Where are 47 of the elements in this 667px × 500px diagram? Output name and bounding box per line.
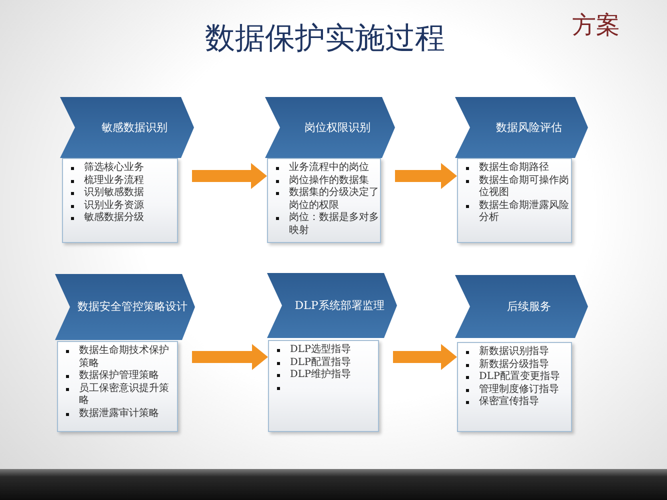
list-box <box>267 158 381 243</box>
chevron-banner <box>267 273 397 338</box>
list-item: 梳理业务流程 <box>84 174 144 186</box>
list-box <box>457 158 572 243</box>
list-item: DLP配置指导 <box>290 356 351 368</box>
step-title: 数据安全管控策略设计 <box>78 300 188 314</box>
list-item: 业务流程中的岗位 <box>289 162 369 174</box>
list-box <box>57 341 178 432</box>
arrow <box>393 344 457 370</box>
list-item: 敏感数据分级 <box>84 212 144 225</box>
title: 数据保护实施过程 <box>205 21 445 57</box>
list-item: DLP维护指导 <box>290 369 351 382</box>
chevron-banner <box>455 97 588 158</box>
list-item: 新数据分级指导 <box>479 358 549 370</box>
list-item: 新数据识别指导 <box>479 346 549 358</box>
step-title: DLP系统部署监理 <box>294 298 384 312</box>
list-item: 数据生命期技术保护策略 <box>79 345 170 370</box>
corner-label: 方案 <box>572 10 620 40</box>
list-box <box>457 342 572 432</box>
step-title: 后续服务 <box>507 300 551 314</box>
list-item: 岗位操作的数据集 <box>289 174 369 186</box>
list-item: 数据生命期路径 <box>479 162 549 174</box>
chevron-banner <box>60 97 194 158</box>
list-item: 保密宣传指导 <box>479 396 539 409</box>
list-item: 员工保密意识提升策略 <box>79 382 170 408</box>
list-item: 数据生命期泄露风险分析 <box>479 200 570 225</box>
list-item: 数据生命期可操作岗位视图 <box>479 174 570 200</box>
arrow <box>395 163 457 189</box>
step-title: 数据风险评估 <box>496 120 562 134</box>
list-item: 筛选核心业务 <box>84 162 144 174</box>
list-item: 数据保护管理策略 <box>79 370 159 382</box>
arrow <box>192 344 268 370</box>
step-title: 岗位权限识别 <box>304 120 370 134</box>
list-box <box>62 158 178 243</box>
chevron-banner <box>455 275 588 338</box>
list-box <box>268 340 379 432</box>
list-item: 数据集的分级决定了岗位的权限 <box>289 187 380 212</box>
list-item: 识别业务资源 <box>84 200 144 212</box>
list-item: DLP配置变更指导 <box>479 371 560 384</box>
arrow <box>192 163 267 189</box>
list-item: 识别敏感数据 <box>84 187 144 200</box>
list-item: 管理制度修订指导 <box>479 384 559 396</box>
list-item: 岗位：数据是多对多映射 <box>289 212 380 238</box>
list-item: 数据泄露审计策略 <box>79 408 159 421</box>
list-item: DLP选型指导 <box>290 344 351 356</box>
chevron-banner <box>265 97 395 158</box>
step-title: 敏感数据识别 <box>102 120 168 134</box>
